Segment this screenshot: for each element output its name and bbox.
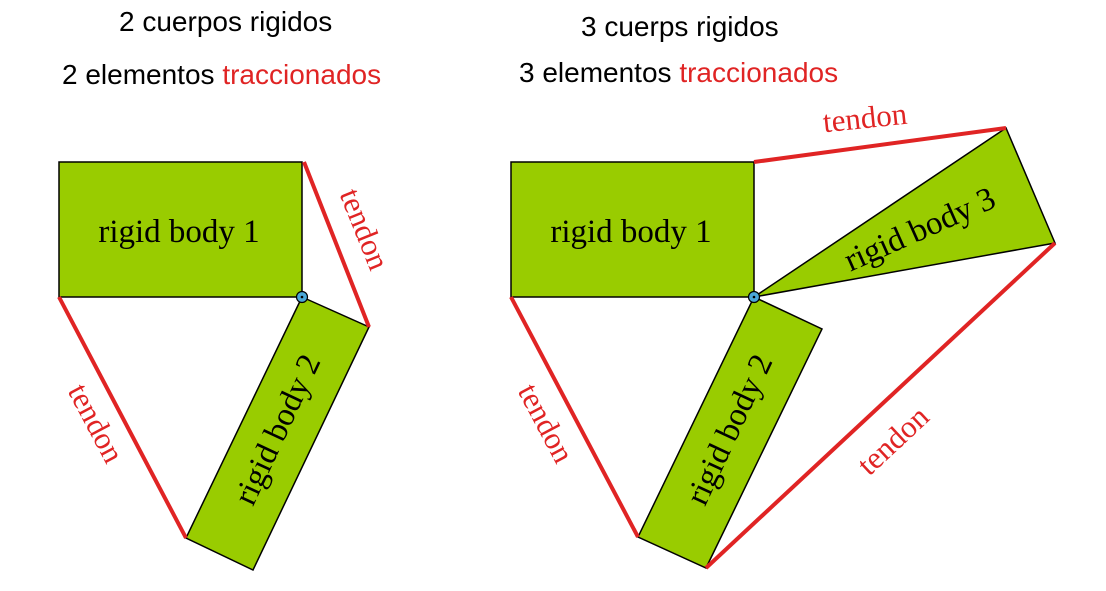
left-tendon-top <box>302 161 371 328</box>
right-tendon-left-label: tendon <box>511 378 582 469</box>
left-heading-elements-prefix: 2 elementos <box>62 59 215 90</box>
left-panel: rigid body 1 rigid body 2 tendon tendon <box>57 161 397 572</box>
right-tendon-right <box>704 241 1057 570</box>
right-heading-bodies: 3 cuerps rigidos <box>581 13 779 41</box>
right-heading-elements-accent: traccionados <box>679 57 839 88</box>
left-heading-elements: 2 elementos traccionados <box>62 61 381 89</box>
right-rigid-body-3 <box>753 126 1057 298</box>
left-rigid-body-1 <box>58 161 303 298</box>
right-tendon-left <box>509 296 640 538</box>
right-tendon-right-label: tendon <box>850 398 936 481</box>
right-heading-bodies-text: 3 cuerps rigidos <box>581 11 779 42</box>
left-body-1-label: rigid body 1 <box>98 214 259 250</box>
right-heading-elements-prefix: 3 elementos <box>519 57 672 88</box>
right-panel: rigid body 1 rigid body 2 rigid body 3 t… <box>509 96 1057 570</box>
left-tendon-bottom-label: tendon <box>61 378 132 469</box>
left-heading-bodies-text: 2 cuerpos rigidos <box>119 6 333 37</box>
right-body-1-label: rigid body 1 <box>550 214 711 250</box>
right-heading-elements: 3 elementos traccionados <box>519 59 838 87</box>
right-tendon-top-label: tendon <box>821 96 909 140</box>
left-heading-elements-accent: traccionados <box>222 59 382 90</box>
left-tendon-bottom <box>57 296 188 539</box>
left-rigid-body-2 <box>184 296 371 572</box>
left-heading-bodies: 2 cuerpos rigidos <box>119 8 332 36</box>
right-tendon-top <box>753 126 1007 164</box>
left-joint-center <box>300 295 304 299</box>
right-joint-center <box>752 295 756 299</box>
right-rigid-body-1 <box>510 161 755 298</box>
